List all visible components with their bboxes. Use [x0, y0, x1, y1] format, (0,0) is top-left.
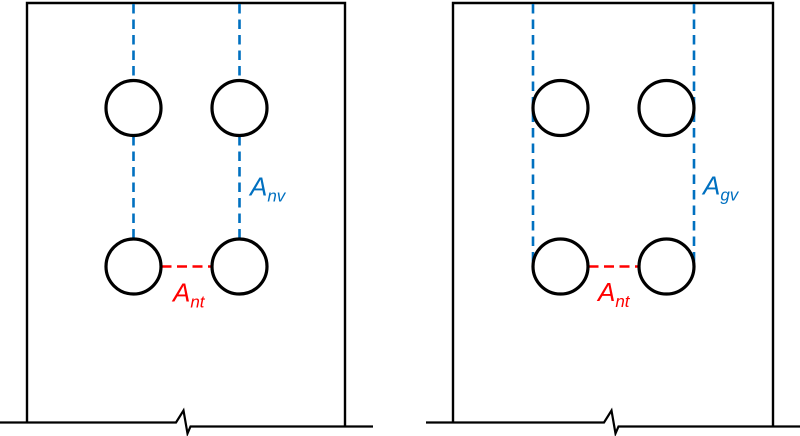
bolt-hole	[531, 237, 590, 296]
net-tension-area-label: Ant	[171, 278, 206, 312]
plate-outline	[25, 1, 347, 427]
gross-shear-plane-dashed-line	[531, 4, 696, 267]
gross-shear-area-label: Agv	[701, 171, 740, 205]
bolt-hole	[637, 78, 696, 138]
right-plate-figure: Agv Ant	[426, 1, 800, 436]
net-shear-plane-dashed-line	[132, 4, 241, 239]
left-plate-figure: Anv Ant	[0, 1, 373, 436]
net-tension-area-label: Ant	[596, 277, 631, 311]
plate-break-line	[426, 407, 800, 436]
bolt-hole	[531, 78, 590, 138]
bolt-hole	[210, 78, 269, 138]
plate-outline	[451, 1, 775, 427]
net-shear-area-label: Anv	[248, 172, 287, 206]
bolt-hole	[104, 78, 163, 138]
bolt-hole	[210, 237, 269, 296]
bolt-hole	[104, 237, 163, 296]
plate-break-line	[0, 407, 373, 436]
bolt-hole	[637, 237, 696, 296]
